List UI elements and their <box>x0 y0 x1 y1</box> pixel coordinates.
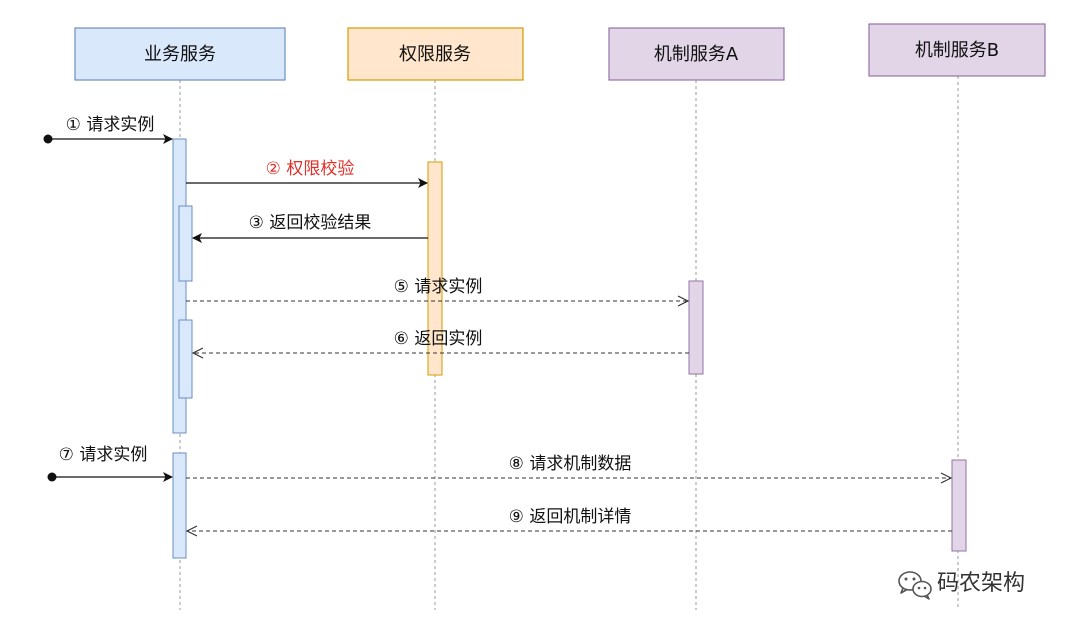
message-9: ⑨ 返回机制详情 <box>187 507 952 531</box>
participant-label-mechanism-a: 机制服务A <box>654 44 739 65</box>
activation-business-3 <box>178 319 193 399</box>
activation-business-2 <box>178 205 193 282</box>
participant-box-mechanism-b <box>868 23 1046 77</box>
activation-permission <box>427 161 443 376</box>
message-label-8: ⑧ 请求机制数据 <box>509 454 632 474</box>
message-2: ② 权限校验 <box>186 159 428 188</box>
message-8: ⑧ 请求机制数据 <box>186 454 951 478</box>
participant-label-business: 业务服务 <box>144 44 216 65</box>
participant-label-mechanism-b: 机制服务B <box>915 40 999 61</box>
activation-business-4 <box>172 452 187 559</box>
message-label-9: ⑨ 返回机制详情 <box>509 507 632 527</box>
message-6: ⑥ 返回实例 <box>193 329 689 353</box>
message-3: ③ 返回校验结果 <box>192 213 428 243</box>
participant-box-permission <box>347 27 524 81</box>
message-label-5: ⑤ 请求实例 <box>394 277 483 297</box>
participant-box-business <box>74 27 286 81</box>
message-label-2: ② 权限校验 <box>266 159 355 179</box>
message-label-6: ⑥ 返回实例 <box>394 329 483 349</box>
wechat-icon <box>898 571 932 600</box>
participant-mechanism-a: 机制服务A <box>608 27 785 81</box>
activation-mechanism-b <box>951 459 967 552</box>
message-1: ① 请求实例 <box>43 115 173 144</box>
message-7: ⑦ 请求实例 <box>47 445 173 482</box>
participant-label-permission: 权限服务 <box>399 44 471 65</box>
message-label-3: ③ 返回校验结果 <box>249 213 372 233</box>
message-label-1: ① 请求实例 <box>66 115 155 135</box>
watermark-text: 码农架构 <box>937 571 1025 596</box>
participant-permission: 权限服务 <box>347 27 524 81</box>
participant-business: 业务服务 <box>74 27 286 81</box>
watermark: 码农架构 <box>898 571 1025 600</box>
activation-mechanism-a <box>688 280 704 375</box>
message-label-7: ⑦ 请求实例 <box>59 445 148 465</box>
message-5: ⑤ 请求实例 <box>186 277 688 301</box>
participant-mechanism-b: 机制服务B <box>868 23 1046 77</box>
participant-box-mechanism-a <box>608 27 785 81</box>
